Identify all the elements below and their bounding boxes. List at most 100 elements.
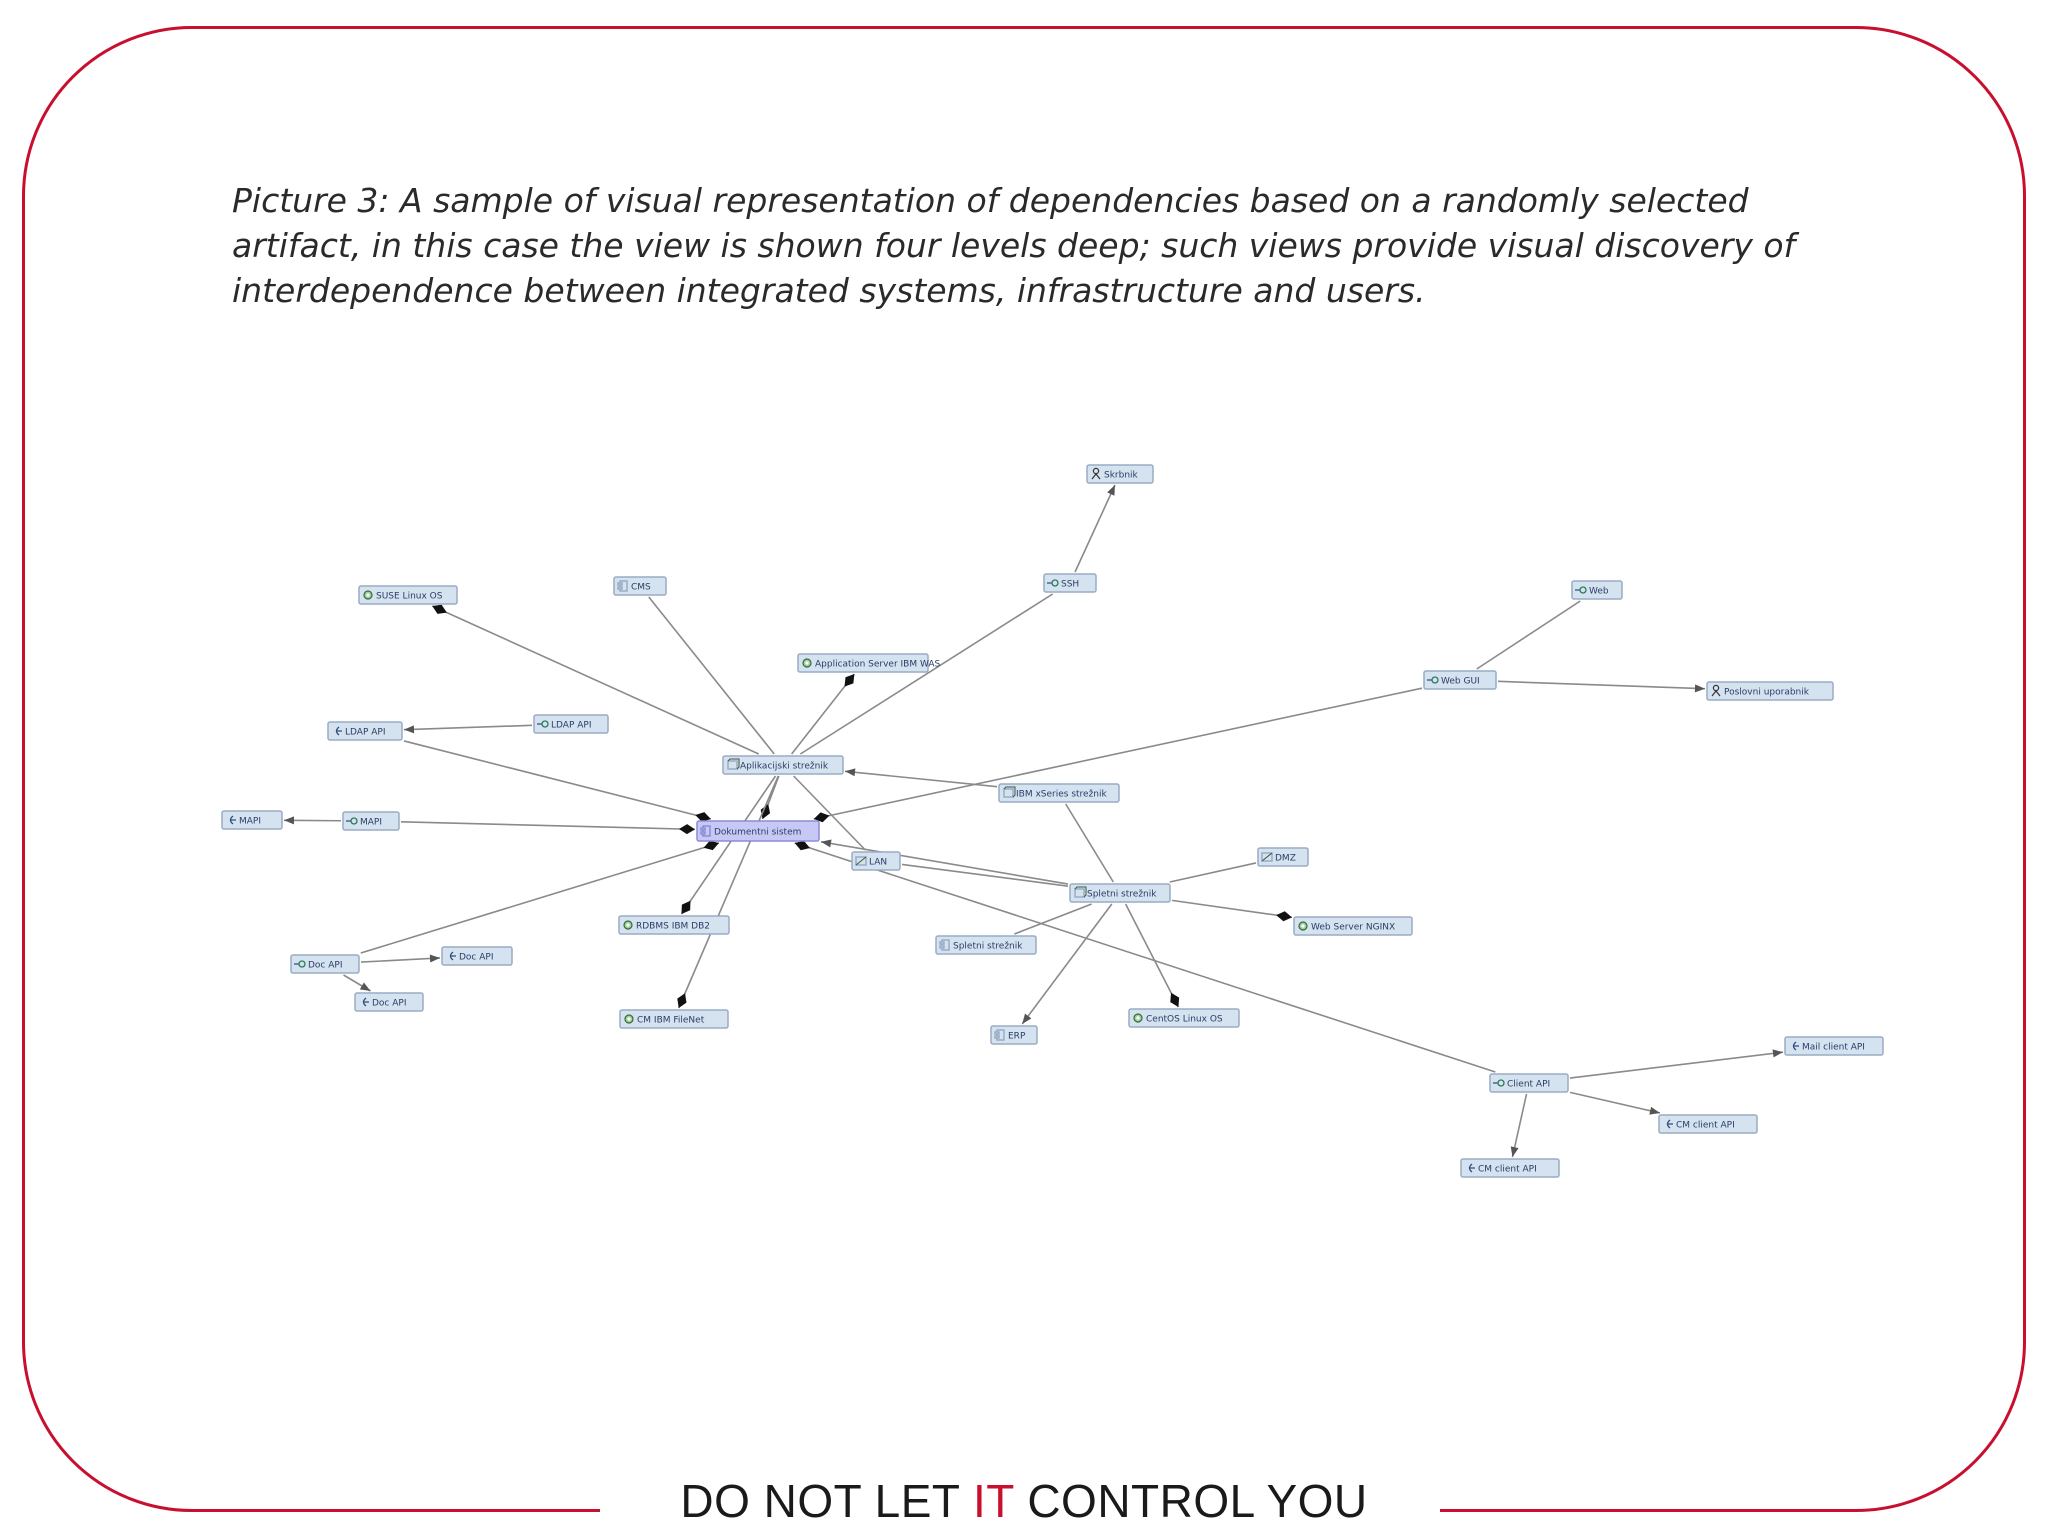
node-label: Doc API (372, 999, 406, 1009)
node-label: LAN (869, 858, 887, 868)
diamond-icon (813, 812, 830, 823)
node-box (1043, 573, 1097, 593)
node-docapi1[interactable]: Doc API (290, 954, 360, 974)
node-mapi2[interactable]: MAPI (342, 811, 400, 831)
edge-line (403, 724, 533, 731)
node-cmapi2[interactable]: CM client API (1460, 1158, 1560, 1178)
device-icon (1003, 786, 1016, 798)
edge-docapi1-dok (360, 840, 720, 954)
diamond-icon (1276, 911, 1292, 922)
node-poslovni[interactable]: Poslovni uporabnik (1706, 681, 1834, 701)
node-suse[interactable]: SUSE Linux OS (358, 585, 458, 605)
node-filenet[interactable]: CM IBM FileNet (619, 1009, 729, 1029)
node-cms[interactable]: CMS (613, 576, 667, 596)
edge-aplik-lan (793, 775, 866, 851)
node-box (1658, 1114, 1758, 1134)
interface-icon (1047, 579, 1059, 587)
edge-ldapapi2-ldapapi1 (403, 724, 533, 734)
node-label: Client API (1507, 1080, 1550, 1090)
edge-aplik-suse (431, 604, 760, 755)
node-label: CentOS Linux OS (1146, 1015, 1223, 1025)
edge-line (813, 687, 1423, 820)
node-centos[interactable]: CentOS Linux OS (1128, 1008, 1240, 1028)
node-mailapi[interactable]: Mail client API (1784, 1036, 1884, 1056)
node-label: Mail client API (1802, 1043, 1865, 1053)
node-web[interactable]: Web (1571, 580, 1623, 600)
node-docapi3[interactable]: Doc API (354, 992, 424, 1012)
edge-line (431, 605, 760, 755)
arrowhead-icon (1772, 1049, 1783, 1058)
node-label: CMS (631, 583, 651, 593)
node-ssh[interactable]: SSH (1043, 573, 1097, 593)
node-spletni[interactable]: Spletni strežnik (1069, 883, 1171, 903)
node-erp[interactable]: ERP (990, 1025, 1038, 1045)
node-ldapapi1[interactable]: LDAP API (327, 721, 403, 741)
edge-docapi1-docapi3 (343, 974, 371, 992)
node-skrbnik[interactable]: Skrbnik (1086, 464, 1154, 484)
node-label: IBM xSeries strežnik (1016, 790, 1108, 800)
diamond-icon (760, 804, 771, 819)
required-interface-icon (1792, 1041, 1799, 1051)
interface-icon (1575, 586, 1587, 594)
node-box (1069, 883, 1171, 903)
edge-line (820, 841, 1069, 885)
node-label: RDBMS IBM DB2 (636, 922, 710, 932)
node-lan[interactable]: LAN (851, 851, 901, 871)
interface-icon (346, 817, 358, 825)
node-cmapi1[interactable]: CM client API (1658, 1114, 1758, 1134)
node-webgui[interactable]: Web GUI (1423, 670, 1497, 690)
required-interface-icon (1666, 1119, 1673, 1129)
node-label: CM client API (1676, 1121, 1735, 1131)
edge-line (1569, 1091, 1661, 1114)
edge-spletni-spletni2 (1014, 903, 1092, 935)
arrowhead-icon (429, 954, 440, 963)
node-box (998, 783, 1120, 803)
edge-line (677, 775, 780, 1009)
node-ibmx[interactable]: IBM xSeries strežnik (998, 783, 1120, 803)
edge-spletni-nginx (1171, 899, 1293, 922)
figure-caption: Picture 3: A sample of visual representa… (232, 178, 1795, 313)
system-software-icon (624, 1014, 634, 1024)
edge-line (1169, 862, 1257, 883)
arrowhead-icon (821, 839, 832, 848)
node-label: Web (1589, 587, 1609, 597)
diamond-icon (695, 812, 711, 822)
edge-line (1124, 903, 1180, 1008)
edge-ibmx-spletni (1065, 803, 1114, 883)
tagline-part-2: CONTROL YOU (1014, 1475, 1368, 1527)
diamond-icon (681, 900, 691, 914)
node-label: Doc API (459, 953, 493, 963)
edge-line (1074, 484, 1116, 573)
node-label: SUSE Linux OS (376, 592, 443, 602)
required-interface-icon (335, 726, 342, 736)
node-label: Web GUI (1441, 677, 1480, 687)
caption-line-1: Picture 3: A sample of visual representa… (232, 181, 1749, 220)
node-box (358, 585, 458, 605)
arrowhead-icon (404, 725, 415, 734)
interface-icon (294, 960, 306, 968)
node-nginx[interactable]: Web Server NGINX (1293, 916, 1413, 936)
node-label: CM IBM FileNet (637, 1016, 705, 1026)
component-icon (994, 1029, 1005, 1041)
edge-clientapi-cmapi1 (1569, 1091, 1661, 1115)
edge-ibmx-aplik (844, 768, 998, 788)
node-db2[interactable]: RDBMS IBM DB2 (618, 915, 730, 935)
edge-lan-spletni (901, 863, 1069, 887)
node-ldapapi2[interactable]: LDAP API (533, 714, 609, 734)
node-dok[interactable]: Dokumentni sistem (696, 820, 820, 842)
node-label: SSH (1061, 580, 1079, 590)
node-label: Aplikacijski strežnik (740, 762, 829, 772)
edge-spletni-centos (1124, 903, 1180, 1008)
node-dmz[interactable]: DMZ (1257, 847, 1309, 867)
node-appsrv[interactable]: Application Server IBM WAS (797, 653, 941, 673)
node-spletni2[interactable]: Spletni strežnik (935, 935, 1037, 955)
node-docapi2[interactable]: Doc API (441, 946, 513, 966)
node-clientapi[interactable]: Client API (1489, 1073, 1569, 1093)
edge-line (1569, 1051, 1784, 1079)
tagline-highlight: IT (972, 1475, 1015, 1527)
edge-aplik-dok (760, 775, 780, 820)
node-mapi1[interactable]: MAPI (221, 810, 283, 830)
node-aplik[interactable]: Aplikacijski strežnik (722, 755, 844, 775)
system-software-icon (802, 658, 812, 668)
